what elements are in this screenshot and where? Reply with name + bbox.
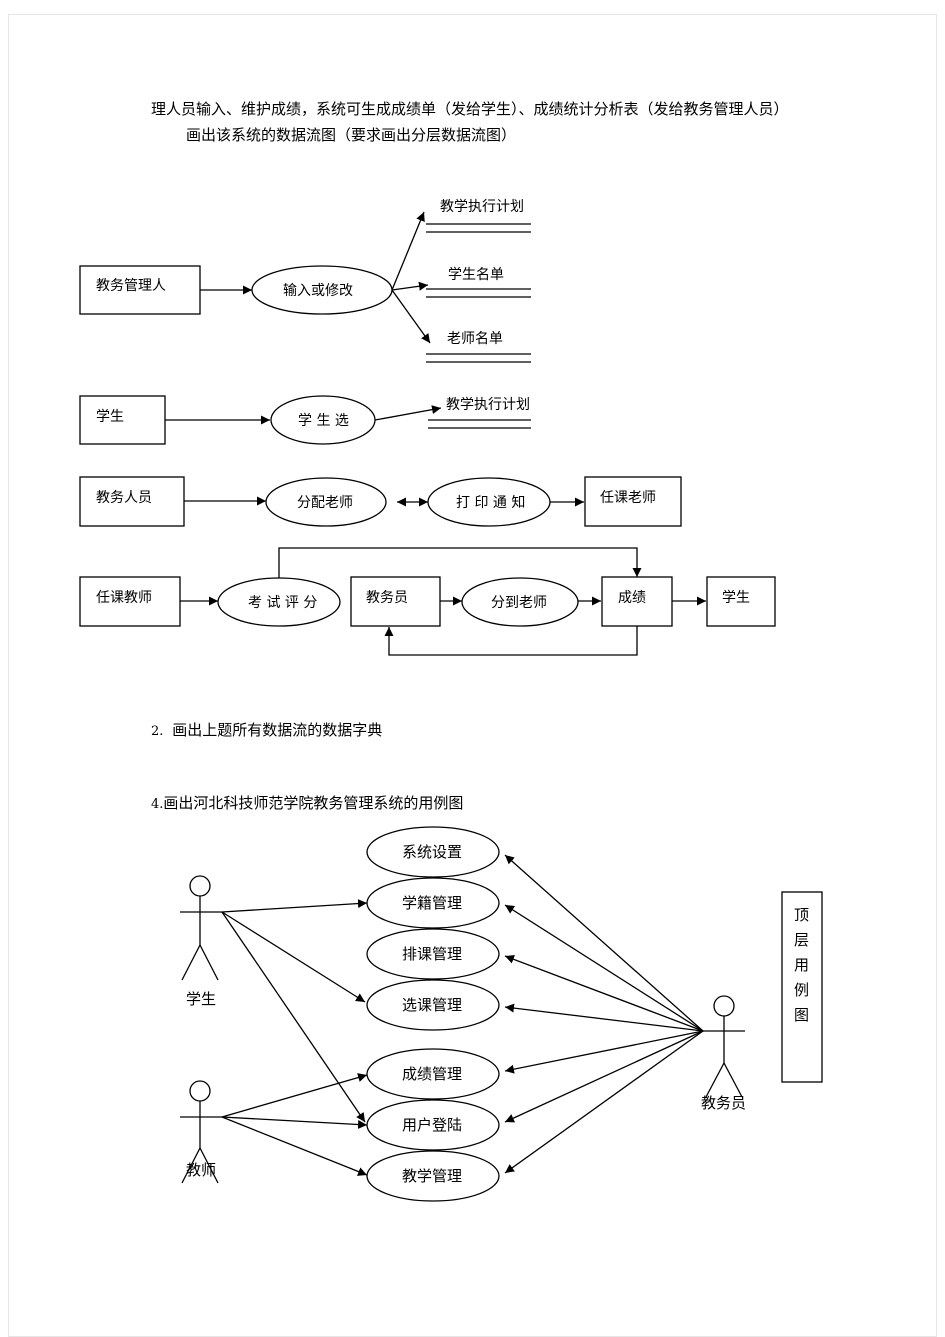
entity-grades-label: 成绩 xyxy=(618,590,646,606)
entity-course-teacher-box xyxy=(584,476,682,527)
title-char-2: 用 xyxy=(794,956,810,974)
question-4-text: 画出河北科技师范学院教务管理系统的用例图 xyxy=(163,794,464,812)
flow-input-to-teacherlist xyxy=(391,289,431,344)
actor-student-figure xyxy=(180,875,222,981)
assoc-student-enrollment xyxy=(221,899,368,913)
assoc-clerk-enrollment xyxy=(504,904,704,1032)
document-page xyxy=(8,14,937,1337)
entity-clerk-label: 教务员 xyxy=(366,590,408,606)
assoc-teacher-grades xyxy=(221,1073,368,1118)
usecase-label-0: 系统设置 xyxy=(402,843,463,861)
process-assign-teacher-label: 分配老师 xyxy=(297,495,353,511)
flow-grades-to-clerk xyxy=(384,626,638,656)
question-2-number: 2. xyxy=(151,724,164,739)
question-4-number: 4. xyxy=(151,797,164,812)
intro-line-1: 理人员输入、维护成绩，系统可生成成绩单（发给学生）、成绩统计分析表（发给教务管理… xyxy=(151,100,789,118)
assoc-clerk-grades xyxy=(504,1030,704,1074)
usecase-scheduling-management xyxy=(366,928,500,980)
flow-input-to-studentlist xyxy=(391,281,429,291)
usecase-teaching-management xyxy=(366,1150,500,1202)
entity-staff-label: 教务人员 xyxy=(96,490,152,506)
assoc-clerk-login xyxy=(504,1030,704,1123)
process-assign-to-teacher-label: 分到老师 xyxy=(491,595,547,611)
process-exam-grading-label: 考 试 评 分 xyxy=(248,595,318,611)
question-4: 4.画出河北科技师范学院教务管理系统的用例图 xyxy=(151,794,464,812)
usecase-course-selection-management xyxy=(366,979,500,1031)
intro-line-2: 画出该系统的数据流图（要求画出分层数据流图） xyxy=(186,126,517,144)
usecase-grade-management xyxy=(366,1048,500,1100)
store-plan2-label: 教学执行计划 xyxy=(446,397,530,413)
assoc-student-selection xyxy=(221,911,366,1003)
entity-student2-box xyxy=(706,576,776,627)
assoc-clerk-selection xyxy=(504,1003,704,1032)
actor-clerk-figure xyxy=(703,995,745,1098)
flow-select-to-plan xyxy=(374,405,442,421)
process-print-notice-label: 打 印 通 知 xyxy=(456,495,526,511)
entity-course-teacher2-label: 任课教师 xyxy=(96,590,152,606)
flow-input-to-plan xyxy=(391,211,425,291)
assoc-clerk-teaching xyxy=(504,1030,704,1174)
actor-teacher-figure xyxy=(180,1080,222,1184)
title-char-1: 层 xyxy=(794,931,810,949)
store-teacher-list-label: 老师名单 xyxy=(447,331,503,347)
title-char-4: 图 xyxy=(794,1006,810,1024)
process-student-select-label: 学 生 选 xyxy=(298,413,349,429)
question-2-text: 画出上题所有数据流的数据字典 xyxy=(172,721,383,739)
top-level-usecase-title-box xyxy=(781,891,823,1083)
usecase-label-2: 排课管理 xyxy=(402,945,463,963)
usecase-label-5: 用户登陆 xyxy=(402,1116,463,1134)
usecase-label-3: 选课管理 xyxy=(402,996,463,1014)
usecase-label-4: 成绩管理 xyxy=(402,1065,463,1083)
actor-clerk-label: 教务员 xyxy=(701,1094,747,1112)
entity-course-teacher-label: 任课老师 xyxy=(600,490,656,506)
title-char-3: 例 xyxy=(794,981,810,999)
actor-student-label: 学生 xyxy=(186,990,217,1008)
entity-admin-label: 教务管理人 xyxy=(96,278,166,294)
process-assign-teacher xyxy=(265,477,387,527)
question-2: 2. 画出上题所有数据流的数据字典 xyxy=(151,721,383,739)
usecase-system-settings xyxy=(366,826,500,878)
assoc-student-login xyxy=(221,911,366,1123)
process-assign-to-teacher xyxy=(461,577,579,627)
usecase-label-1: 学籍管理 xyxy=(402,894,463,912)
assoc-clerk-settings xyxy=(504,854,704,1032)
usecase-label-6: 教学管理 xyxy=(402,1167,463,1185)
entity-student-label: 学生 xyxy=(96,409,124,425)
title-char-0: 顶 xyxy=(794,906,810,924)
store-student-list-label: 学生名单 xyxy=(448,267,504,283)
actor-teacher-label: 教师 xyxy=(186,1161,217,1179)
assoc-clerk-scheduling xyxy=(504,954,704,1032)
entity-student2-label: 学生 xyxy=(722,590,750,606)
assoc-teacher-login xyxy=(221,1116,368,1129)
store-plan1-label: 教学执行计划 xyxy=(440,199,524,215)
flow-exam-to-grades xyxy=(278,547,642,578)
process-input-edit-label: 输入或修改 xyxy=(283,283,353,299)
assoc-teacher-teaching xyxy=(221,1116,368,1176)
